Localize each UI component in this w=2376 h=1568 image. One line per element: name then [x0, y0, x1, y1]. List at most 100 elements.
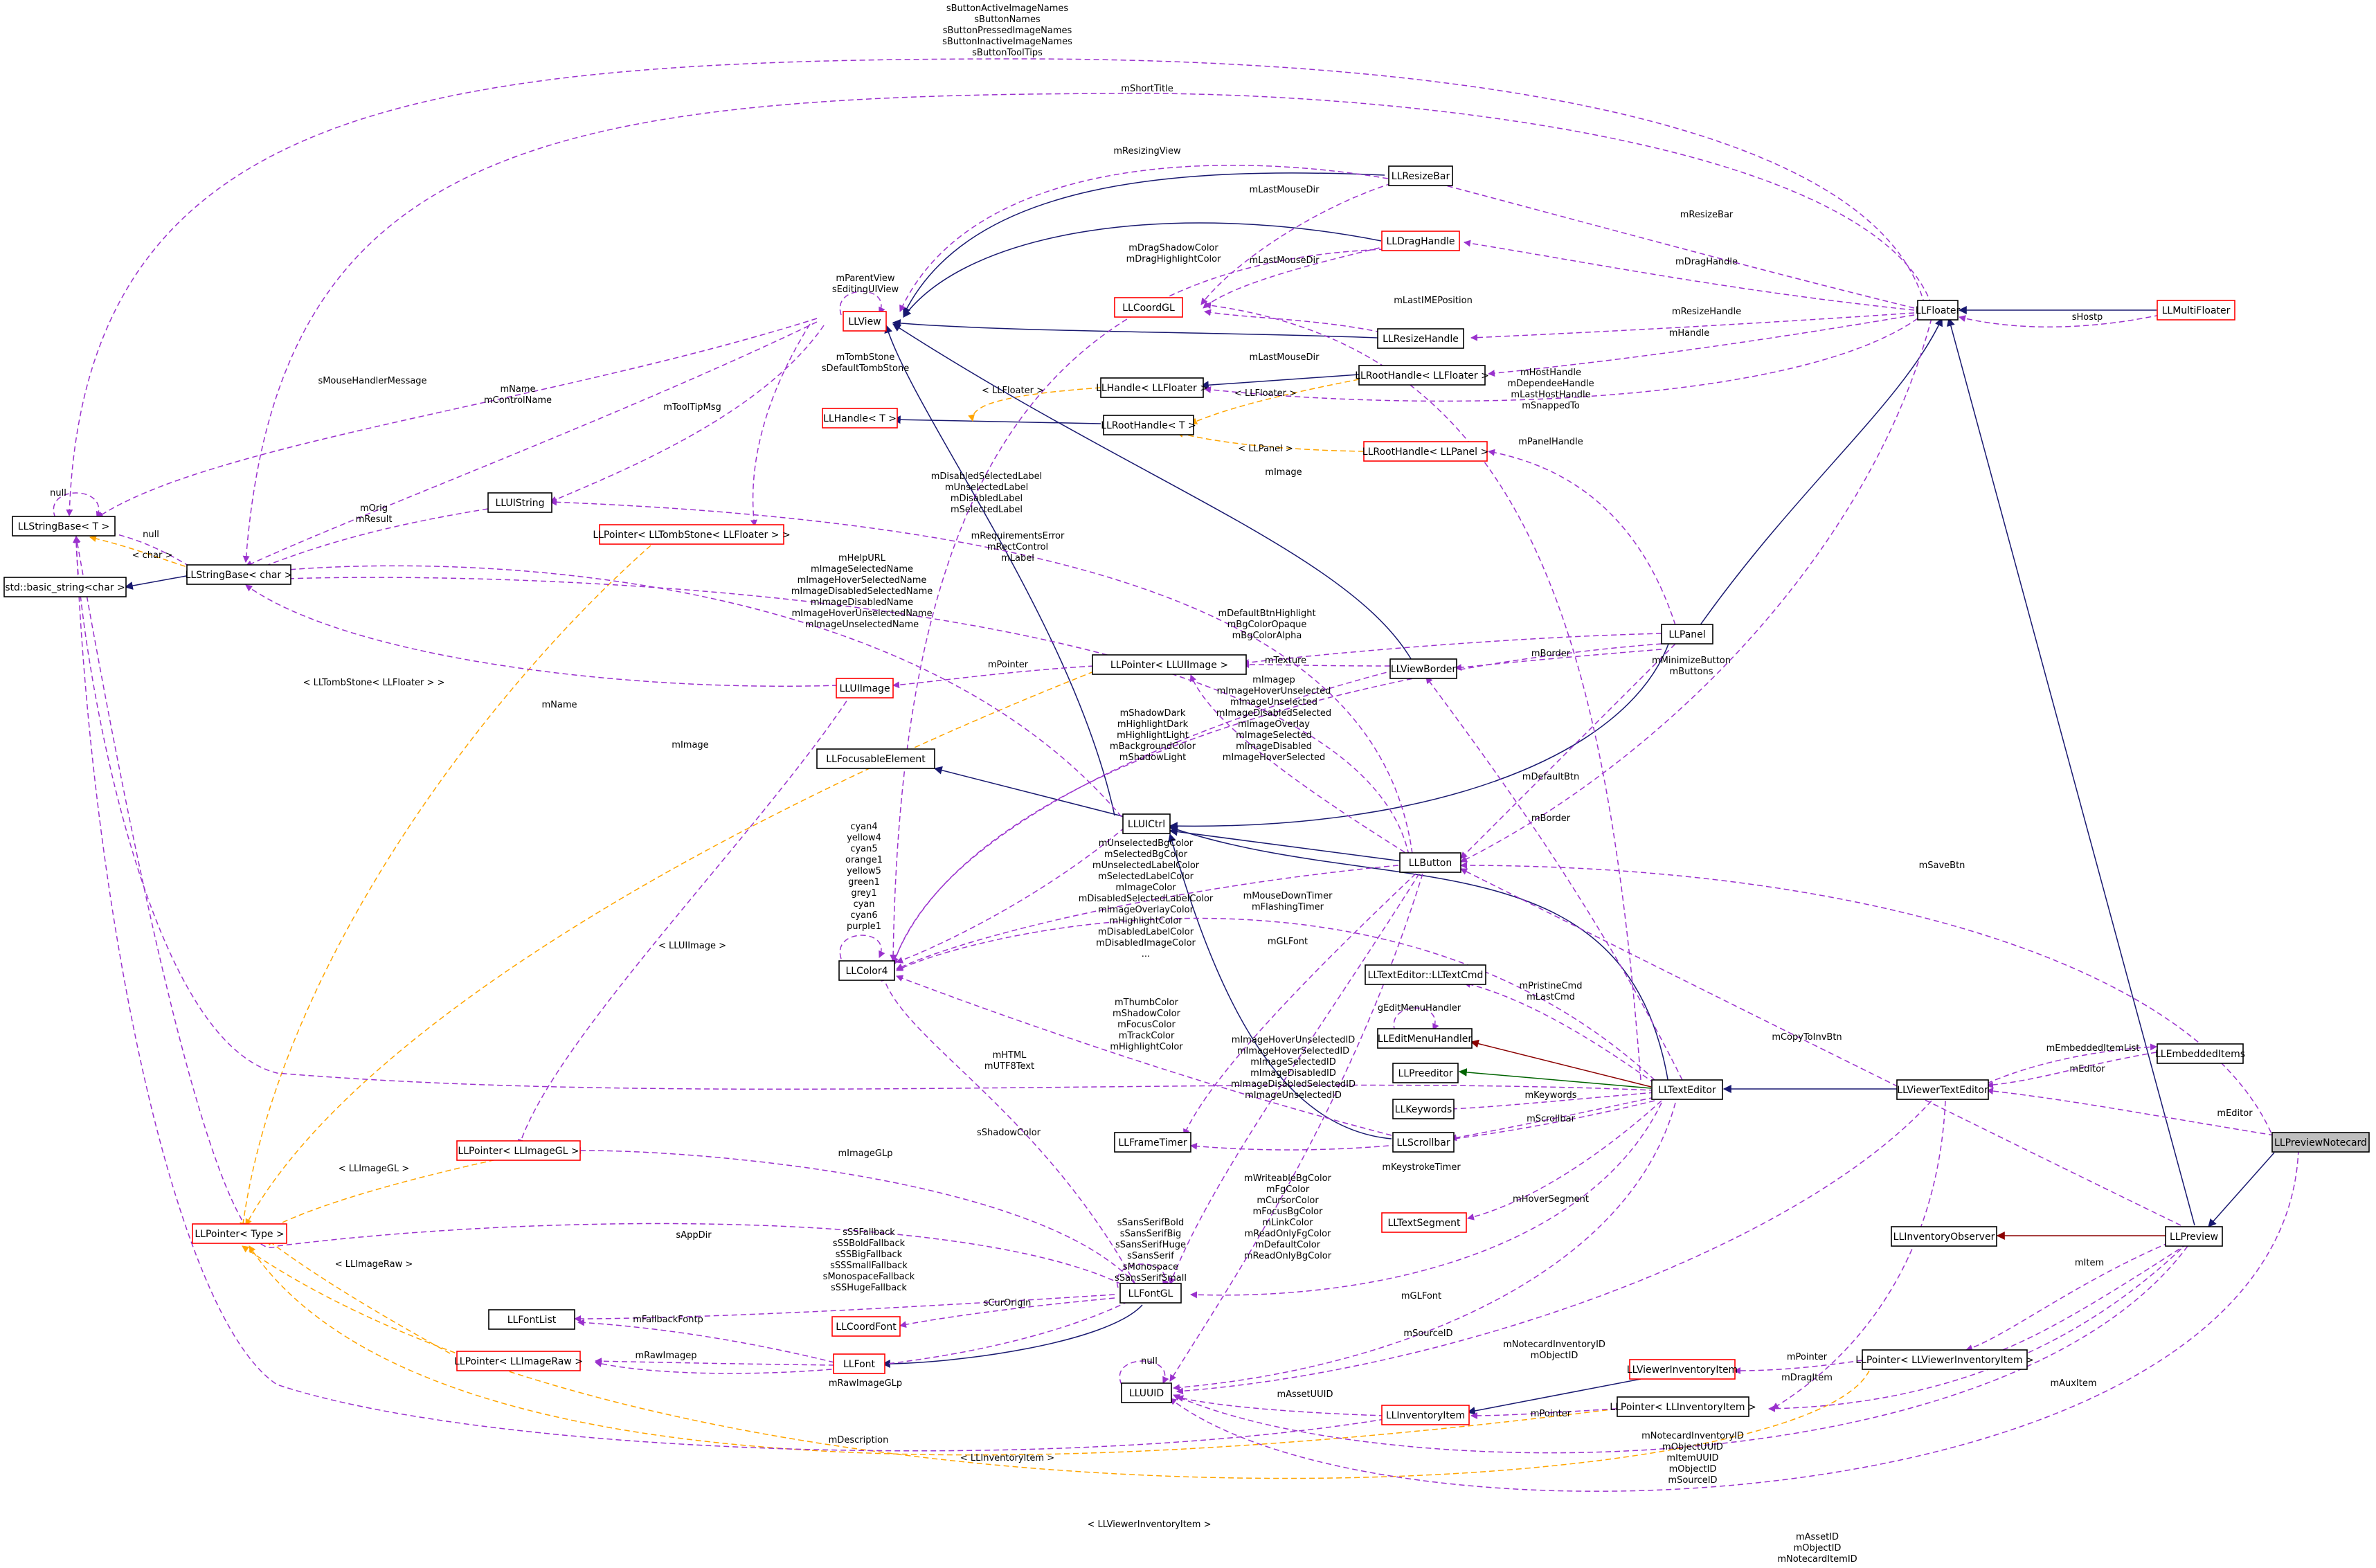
class-node-llviewertexteditor[interactable]: LLViewerTextEditor — [1896, 1079, 1989, 1100]
edge-use-button-lluuid — [1169, 873, 1423, 1382]
class-node-lluistring[interactable]: LLUIString — [487, 492, 552, 513]
class-node-llfloater[interactable]: LLFloater — [1916, 300, 1961, 321]
class-node-llhandle-llfloater[interactable]: LLHandle< LLFloater > — [1096, 377, 1208, 398]
class-node-llmultifloater[interactable]: LLMultiFloater — [2157, 300, 2235, 321]
edge-inherit-uictrl-view — [884, 324, 1115, 816]
edge-inherit-preview-floater — [1947, 317, 2195, 1226]
class-node-lluuid[interactable]: LLUUID — [1121, 1382, 1172, 1403]
class-node-llstringbase-char[interactable]: LLStringBase< char > — [186, 564, 293, 585]
edge-use-editmenuhandler-self — [1393, 1007, 1439, 1032]
class-node-llcolor4[interactable]: LLColor4 — [838, 960, 895, 981]
class-node-lluictrl[interactable]: LLUICtrl — [1122, 813, 1171, 834]
class-node-llpreviewnotecard[interactable]: LLPreviewNotecard — [2271, 1132, 2370, 1153]
class-node-label: LLDragHandle — [1387, 236, 1455, 247]
edge-use-floater-handlefloater — [1204, 318, 1918, 402]
edge-use-viewborder-color4 — [891, 669, 1396, 966]
edge-use-view-uistring — [550, 325, 825, 503]
class-node-label: LLTextSegment — [1388, 1218, 1461, 1229]
class-node-llembeddeditems[interactable]: LLEmbeddedItems — [2155, 1043, 2245, 1064]
edge-use-fontgl-fontgl — [1116, 1263, 1169, 1288]
edge-label: null — [143, 530, 159, 540]
class-node-label: LLPointer< LLUIImage > — [1110, 660, 1228, 671]
class-node-llviewborder[interactable]: LLViewBorder — [1389, 658, 1457, 679]
class-node-llhandle-t[interactable]: LLHandle< T > — [822, 408, 898, 429]
class-node-llframetimer[interactable]: LLFrameTimer — [1114, 1132, 1191, 1153]
class-node-llresizebar[interactable]: LLResizeBar — [1388, 165, 1453, 186]
class-node-lldraghandle[interactable]: LLDragHandle — [1381, 231, 1460, 251]
class-node-llfontlist[interactable]: LLFontList — [488, 1309, 575, 1330]
class-node-box — [1119, 1283, 1182, 1304]
class-node-lluiimage[interactable]: LLUIImage — [836, 678, 894, 699]
class-node-llinventoryitem[interactable]: LLInventoryItem — [1381, 1405, 1470, 1425]
class-node-std-basic-string-char[interactable]: std::basic_string<char > — [3, 577, 127, 597]
class-node-box — [816, 748, 935, 769]
class-node-lltexteditor-lltextcmd[interactable]: LLTextEditor::LLTextCmd — [1365, 964, 1486, 985]
class-node-lleditmenuhandler[interactable]: LLEditMenuHandler — [1377, 1028, 1473, 1049]
class-node-llview[interactable]: LLView — [843, 311, 887, 332]
class-node-lltextsegment[interactable]: LLTextSegment — [1381, 1212, 1467, 1233]
class-node-llresizehandle[interactable]: LLResizeHandle — [1377, 328, 1464, 349]
class-node-llfocusableelement[interactable]: LLFocusableElement — [816, 748, 935, 769]
class-node-box — [1381, 1212, 1467, 1233]
class-node-label: LLPointer< LLImageRaw > — [454, 1356, 583, 1367]
edge-use-fontgl-color4 — [881, 974, 1136, 1285]
class-node-label: LLPointer< LLViewerInventoryItem > — [1855, 1355, 2033, 1366]
edge-label: mDescription — [829, 1435, 889, 1445]
class-node-box — [599, 524, 784, 545]
class-node-label: LLInventoryItem — [1386, 1410, 1465, 1421]
edge-template-roothandlepanel-roothandleT — [1176, 431, 1365, 452]
edge-use-uiimage-stringbasechar — [245, 584, 838, 687]
class-node-llpointer-llimageraw[interactable]: LLPointer< LLImageRaw > — [454, 1351, 583, 1371]
edge-use-inventoryitem-stringbaseT — [73, 536, 1385, 1452]
class-node-llpreview[interactable]: LLPreview — [2165, 1226, 2223, 1247]
edge-use-color4-self — [839, 935, 885, 959]
class-node-label: LLTextEditor::LLTextCmd — [1368, 970, 1484, 981]
edge-use-view-stringbaseT — [96, 318, 818, 519]
edge-use-preview-pointerviewerinvitem — [1768, 1242, 2188, 1412]
edge-label: mEditor — [2217, 1108, 2253, 1119]
edge-use-button-fontgl — [1169, 873, 1420, 1285]
edge-use-resizebar-coordgl — [1200, 183, 1392, 305]
class-node-llkeywords[interactable]: LLKeywords — [1392, 1099, 1455, 1119]
class-node-llbutton[interactable]: LLButton — [1399, 852, 1461, 873]
class-node-llpointer-lltombstone-llfloater[interactable]: LLPointer< LLTombStone< LLFloater > > — [593, 524, 791, 545]
edge-use-scrollbar-color4 — [896, 975, 1392, 1136]
class-node-box — [1100, 377, 1204, 398]
class-node-llstringbase-t[interactable]: LLStringBase< T > — [12, 516, 116, 537]
class-node-llscrollbar[interactable]: LLScrollbar — [1392, 1132, 1455, 1153]
class-node-llpointer-type[interactable]: LLPointer< Type > — [192, 1223, 287, 1244]
class-node-llpreeditor[interactable]: LLPreeditor — [1392, 1063, 1459, 1083]
class-node-lltexteditor[interactable]: LLTextEditor — [1651, 1079, 1723, 1100]
edge-label: mDragHandle — [1675, 257, 1738, 267]
class-node-label: LLTextEditor — [1658, 1085, 1716, 1096]
class-node-llroothandle-llpanel[interactable]: LLRootHandle< LLPanel > — [1362, 441, 1488, 462]
edge-use-floater-resizehandle — [1470, 312, 1915, 341]
class-node-box — [1862, 1349, 2028, 1370]
class-node-llpointer-lluiimage[interactable]: LLPointer< LLUIImage > — [1092, 654, 1247, 675]
edge-use-viewertexteditor-lluuid — [1176, 1100, 1932, 1395]
edge-label: < LLUIImage > — [658, 941, 726, 951]
class-node-box — [843, 311, 887, 332]
class-node-llinventoryobserver[interactable]: LLInventoryObserver — [1891, 1226, 1997, 1247]
class-node-llpointer-llviewerinventoryitem[interactable]: LLPointer< LLViewerInventoryItem > — [1855, 1349, 2034, 1370]
class-node-llpanel[interactable]: LLPanel — [1661, 624, 1713, 645]
edge-inherit-draghandle-view — [903, 222, 1382, 318]
edge-use-uiimage-pointerimagegl — [518, 693, 852, 1146]
class-node-label: LLEmbeddedItems — [2155, 1049, 2245, 1060]
class-node-box — [192, 1223, 287, 1244]
class-node-llviewerinventoryitem[interactable]: LLViewerInventoryItem — [1627, 1359, 1738, 1380]
class-node-label: LLHandle< T > — [823, 413, 897, 424]
class-node-llcoordgl[interactable]: LLCoordGL — [1114, 297, 1183, 318]
class-node-llpointer-llinventoryitem[interactable]: LLPointer< LLInventoryItem > — [1610, 1396, 1756, 1417]
class-node-llfont[interactable]: LLFont — [833, 1353, 885, 1374]
class-node-llroothandle-t[interactable]: LLRootHandle< T > — [1101, 415, 1196, 435]
class-node-llpointer-llimagegl[interactable]: LLPointer< LLImageGL > — [456, 1140, 581, 1161]
class-node-llroothandle-llfloater[interactable]: LLRootHandle< LLFloater > — [1355, 365, 1489, 386]
class-node-llfontgl[interactable]: LLFontGL — [1119, 1283, 1182, 1304]
class-node-llcoordfont[interactable]: LLCoordFont — [831, 1316, 901, 1337]
class-node-box — [1399, 852, 1461, 873]
